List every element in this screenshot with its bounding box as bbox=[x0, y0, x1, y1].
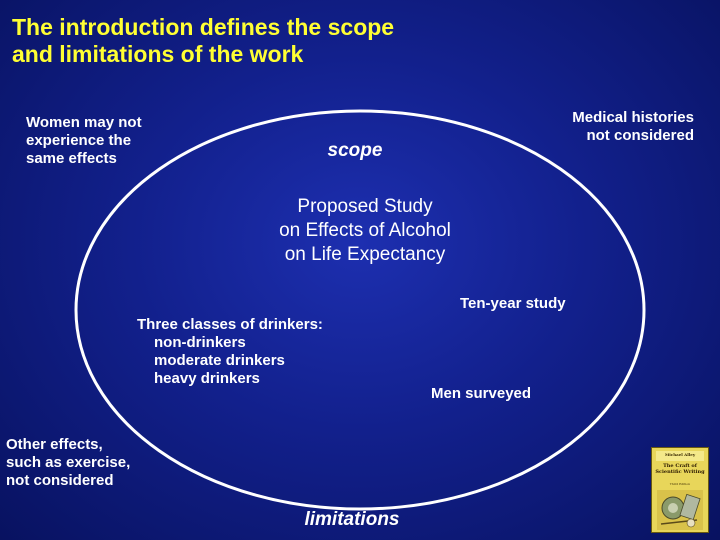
book-author: Michael Alley bbox=[664, 452, 696, 457]
limitation-women-line-1: Women may not bbox=[26, 114, 142, 131]
scope-ten-year: Ten-year study bbox=[460, 295, 566, 312]
scope-label: scope bbox=[327, 140, 383, 161]
book-title: The Craft of Scientific Writing bbox=[655, 463, 705, 475]
book-edition: Third Edition bbox=[669, 482, 691, 486]
scope-drinker-classes: Three classes of drinkers: non-drinkers … bbox=[137, 316, 323, 388]
limitation-other-line-3: not considered bbox=[6, 472, 114, 489]
limitation-women: Women may not experience the same effect… bbox=[26, 114, 142, 168]
book-title-line-2: Scientific Writing bbox=[655, 469, 705, 475]
slide-title: The introduction defines the scope and l… bbox=[12, 14, 612, 68]
limitation-women-line-2: experience the bbox=[26, 132, 132, 149]
study-title-line-2: on Effects of Alcohol bbox=[279, 220, 451, 241]
slide-title-line-1: The introduction defines the scope bbox=[12, 14, 395, 40]
drinker-class-item: non-drinkers bbox=[154, 334, 246, 351]
study-title: Proposed Study on Effects of Alcohol on … bbox=[210, 195, 520, 267]
scope-men-surveyed: Men surveyed bbox=[431, 385, 532, 402]
limitation-other-line-1: Other effects, bbox=[6, 436, 103, 453]
book-cover-art-icon bbox=[657, 490, 703, 530]
limitation-other-line-2: such as exercise, bbox=[6, 454, 131, 471]
book-top-band bbox=[656, 451, 704, 461]
limitation-medical-line-1: Medical histories bbox=[572, 109, 694, 126]
drinker-classes-heading: Three classes of drinkers: bbox=[137, 316, 323, 333]
limitation-medical: Medical histories not considered bbox=[500, 109, 694, 145]
study-title-line-3: on Life Expectancy bbox=[284, 244, 446, 265]
limitation-medical-line-2: not considered bbox=[586, 127, 694, 144]
limitation-women-line-3: same effects bbox=[26, 150, 117, 167]
book-title-line-1: The Craft of bbox=[663, 463, 697, 469]
limitation-other-effects: Other effects, such as exercise, not con… bbox=[6, 436, 130, 490]
drinker-class-item: moderate drinkers bbox=[154, 352, 285, 369]
drinker-class-item: heavy drinkers bbox=[154, 370, 260, 387]
study-title-line-1: Proposed Study bbox=[297, 196, 433, 217]
limitations-label: limitations bbox=[304, 509, 400, 530]
book-cover-thumbnail: Michael Alley The Craft of Scientific Wr… bbox=[651, 447, 709, 533]
slide-title-line-2: and limitations of the work bbox=[12, 41, 304, 67]
scope-ellipse bbox=[74, 109, 646, 511]
